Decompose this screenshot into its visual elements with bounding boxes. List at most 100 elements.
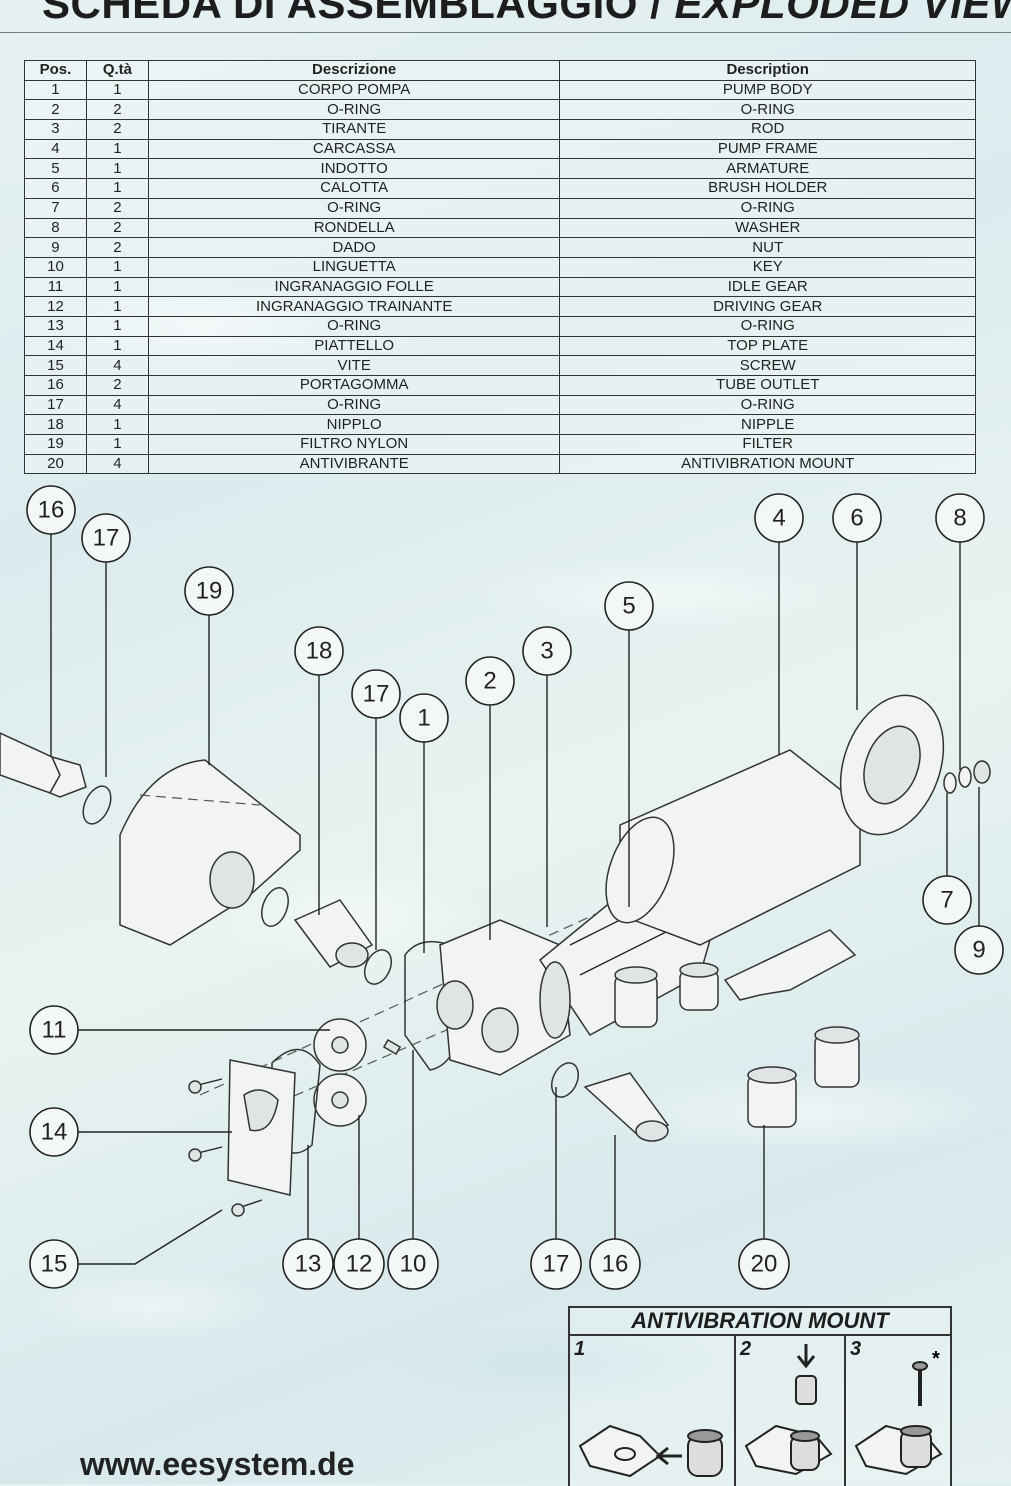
row-description: O-RING [559, 99, 976, 121]
idle-gear [313, 1018, 367, 1072]
row-description: TUBE OUTLET [559, 375, 976, 396]
row-descrizione: NIPPLO [147, 414, 561, 436]
row-description: FILTER [559, 434, 976, 455]
row-pos: 4 [24, 138, 87, 160]
row-description: IDLE GEAR [559, 276, 976, 298]
leader-lines [50, 533, 980, 1265]
row-descrizione: O-RING [147, 315, 561, 337]
row-qty: 2 [85, 375, 149, 396]
row-descrizione: O-RING [147, 394, 561, 416]
callout-bubble: 14 [29, 1107, 79, 1157]
top-plate [227, 1059, 296, 1196]
callout-bubble: 7 [922, 875, 972, 925]
callout-number: 17 [543, 1251, 570, 1278]
row-description: NIPPLE [559, 414, 976, 436]
tube-outlet-right [583, 1072, 670, 1142]
am-step-1-illustration [578, 1424, 723, 1478]
callout-number: 2 [483, 668, 496, 695]
row-pos: 3 [24, 119, 87, 140]
row-descrizione: TIRANTE [147, 119, 561, 140]
header-qty: Q.tà [85, 60, 149, 81]
callout-number: 16 [38, 497, 65, 524]
antivibration-mount-panel: ANTIVIBRATION MOUNT 1 2 3 * [568, 1306, 952, 1486]
row-qty: 2 [85, 119, 149, 140]
row-pos: 18 [24, 414, 87, 436]
callout-number: 3 [540, 638, 553, 665]
callout-bubble: 13 [282, 1238, 334, 1290]
am-step-3: 3 * [846, 1336, 950, 1486]
callout-number: 4 [772, 505, 785, 532]
row-pos: 11 [24, 276, 87, 298]
row-descrizione: FILTRO NYLON [147, 434, 561, 455]
callout-bubble: 19 [184, 566, 234, 616]
antivibration-mount [747, 1066, 797, 1128]
driving-gear [313, 1073, 367, 1127]
row-pos: 6 [24, 178, 87, 199]
callout-bubble: 15 [29, 1239, 79, 1289]
row-qty: 1 [85, 296, 149, 317]
am-step-3-illustration [854, 1361, 943, 1476]
callout-number: 20 [751, 1251, 778, 1278]
callout-number: 15 [41, 1251, 68, 1278]
row-pos: 9 [24, 237, 87, 258]
washer [958, 766, 972, 788]
row-descrizione: INGRANAGGIO FOLLE [147, 276, 561, 298]
callout-bubble: 11 [29, 1005, 79, 1055]
row-descrizione: VITE [147, 355, 561, 376]
row-pos: 7 [24, 197, 87, 219]
header-description: Description [559, 60, 976, 81]
o-ring-filter [261, 887, 289, 927]
callout-bubble: 5 [604, 581, 654, 631]
row-pos: 15 [24, 355, 87, 376]
row-description: ANTIVIBRATION MOUNT [559, 453, 976, 475]
row-pos: 12 [24, 296, 87, 317]
callout-bubble: 1 [399, 693, 449, 743]
callout-bubble: 17 [530, 1238, 582, 1290]
row-description: ARMATURE [559, 158, 976, 180]
row-description: PUMP BODY [559, 79, 976, 101]
am-step-number: 1 [574, 1338, 586, 1360]
key [382, 1039, 402, 1055]
callout-bubble: 2 [465, 656, 515, 706]
am-step-number: 2 [740, 1338, 752, 1360]
callout-bubble: 4 [754, 493, 804, 543]
callout-number: 11 [42, 1017, 67, 1044]
row-qty: 2 [85, 237, 149, 258]
row-description: O-RING [559, 315, 976, 337]
tube-outlet-left [0, 732, 87, 798]
row-qty: 1 [85, 256, 149, 278]
row-pos: 16 [24, 375, 87, 396]
row-descrizione: CARCASSA [147, 138, 561, 160]
row-descrizione: O-RING [147, 197, 561, 219]
row-description: BRUSH HOLDER [559, 178, 976, 199]
nipple [293, 899, 374, 968]
callout-bubble: 10 [387, 1238, 439, 1290]
o-ring-17 [363, 949, 393, 985]
parts-table-header: Pos. Q.tà Descrizione Description [24, 60, 976, 81]
row-descrizione: PIATTELLO [147, 335, 561, 357]
antivibration-mount [814, 1026, 860, 1088]
antivibration-mount [679, 962, 719, 1011]
callout-number: 16 [602, 1251, 629, 1278]
nut [973, 760, 991, 784]
row-pos: 1 [24, 79, 87, 101]
am-step-2: 2 [736, 1336, 846, 1486]
row-qty: 4 [85, 355, 149, 376]
o-ring-end [943, 772, 957, 794]
callout-bubble: 16 [589, 1238, 641, 1290]
callout-number: 7 [940, 887, 953, 914]
callout-number: 13 [295, 1251, 322, 1278]
